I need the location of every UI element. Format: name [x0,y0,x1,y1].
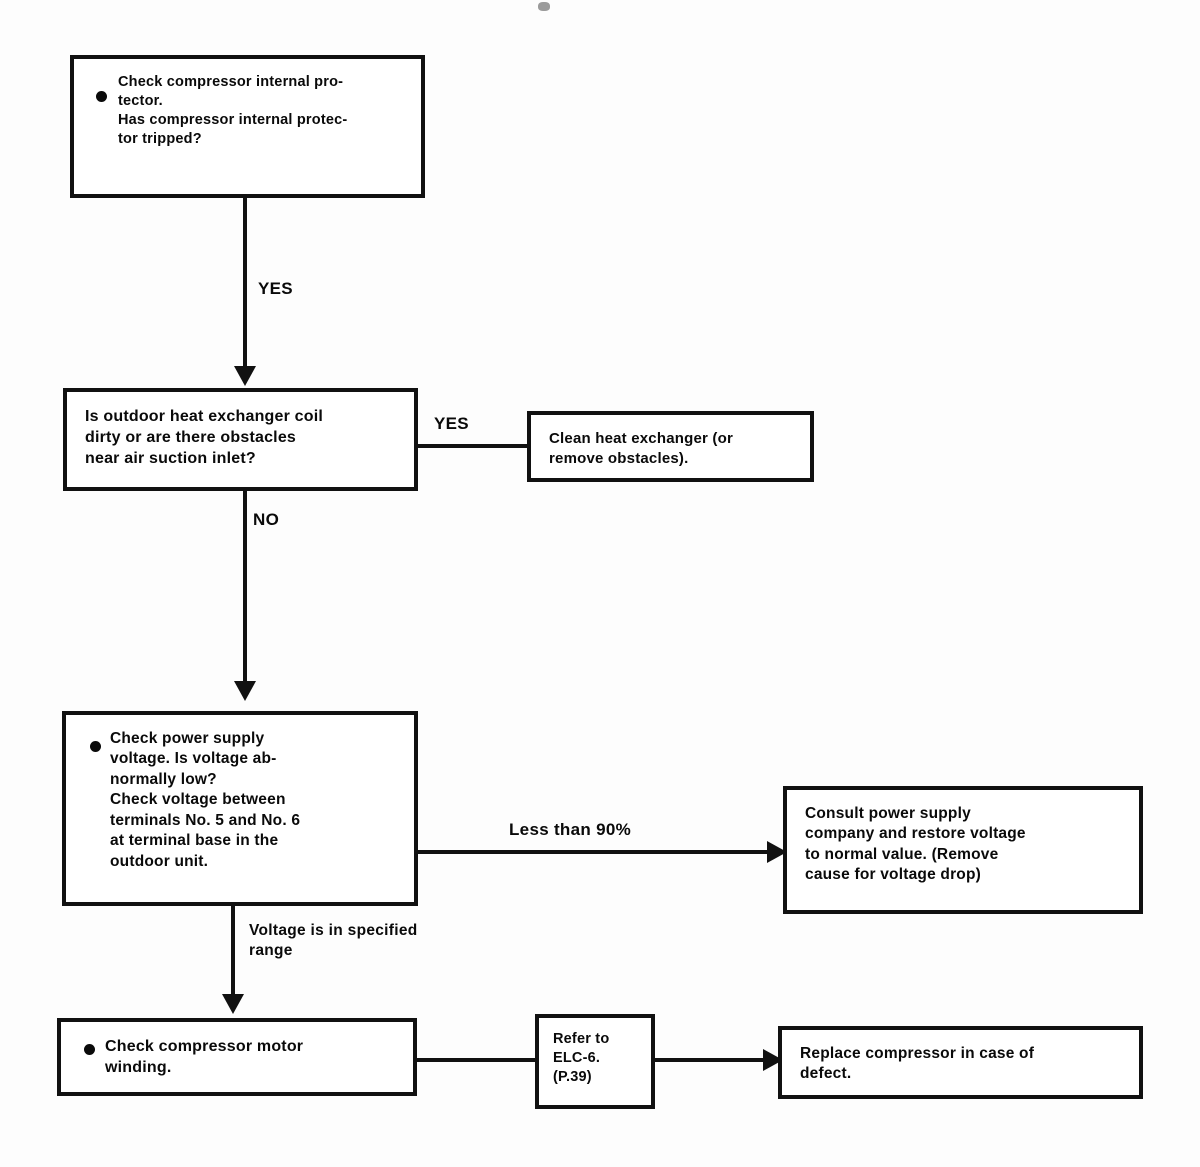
connector-winding-to-refer [417,1058,537,1062]
node-text: Is outdoor heat exchanger coil dirty or … [85,408,324,468]
node-refer-to-elc: Refer to ELC-6. (P.39) [535,1014,655,1109]
node-consult-power-company: Consult power supply company and restore… [783,786,1143,914]
node-check-internal-protector: Check compressor internal pro- tector. H… [70,55,425,198]
node-text: Refer to ELC-6. (P.39) [553,1031,610,1086]
edge-label-voltage-ok: Voltage is in specified range [249,922,418,960]
edge-label-voltage-low: Less than 90% [509,820,632,839]
node-outdoor-coil-dirty: Is outdoor heat exchanger coil dirty or … [63,388,418,491]
node-check-motor-winding: Check compressor motor winding. [57,1018,417,1096]
edge-label-protector-yes: YES [258,279,293,298]
bullet-icon [84,1044,95,1055]
node-text: Check compressor internal pro- tector. H… [118,74,348,148]
bullet-icon [90,741,101,752]
node-text: Clean heat exchanger (or remove obstacle… [549,430,734,467]
connector-refer-to-replace [655,1058,783,1062]
node-text: Check power supply voltage. Is voltage a… [110,730,301,870]
scan-speck [538,2,550,11]
arrow-voltage-to-consult [767,841,787,863]
connector-voltage-to-winding [231,906,235,996]
connector-voltage-to-consult [418,850,785,854]
node-check-power-supply-voltage: Check power supply voltage. Is voltage a… [62,711,418,906]
arrow-coil-to-voltage [234,681,256,701]
node-clean-heat-exchanger: Clean heat exchanger (or remove obstacle… [527,411,814,482]
connector-coil-to-voltage [243,491,247,683]
node-text: Replace compressor in case of defect. [800,1045,1035,1083]
connector-protector-to-coil [243,198,247,368]
arrow-voltage-to-winding [222,994,244,1014]
edge-label-coil-no: NO [253,510,280,529]
bullet-icon [96,91,107,102]
node-replace-compressor: Replace compressor in case of defect. [778,1026,1143,1099]
node-text: Consult power supply company and restore… [805,805,1026,884]
node-text: Check compressor motor winding. [105,1038,304,1077]
edge-label-coil-yes: YES [434,414,469,433]
arrow-protector-to-coil [234,366,256,386]
